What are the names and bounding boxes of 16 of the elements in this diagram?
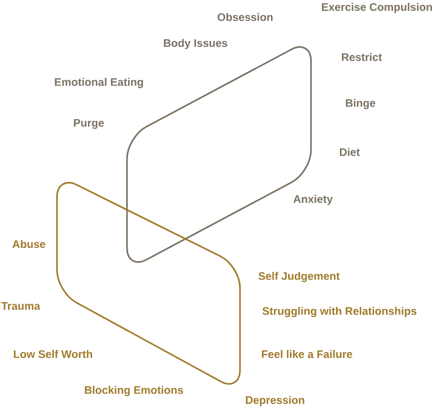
label: Body Issues	[164, 38, 228, 50]
label: Anxiety	[293, 194, 333, 206]
label: Depression	[246, 396, 304, 406]
label: Trauma	[1, 302, 40, 310]
label: Exercise Compulsion	[322, 2, 432, 14]
label: Abuse	[12, 240, 46, 248]
label: Low Self Worth	[14, 350, 92, 358]
label: Diet	[340, 148, 360, 156]
label: Purge	[74, 119, 104, 129]
label: Binge	[346, 98, 376, 110]
label: Emotional Eating	[54, 78, 143, 88]
label: Struggling with Relationships	[262, 306, 416, 318]
label: Self Judgement	[258, 272, 340, 282]
label: Restrict	[342, 52, 382, 62]
label: Feel like a Failure	[262, 350, 352, 358]
label: Obsession	[218, 12, 273, 22]
